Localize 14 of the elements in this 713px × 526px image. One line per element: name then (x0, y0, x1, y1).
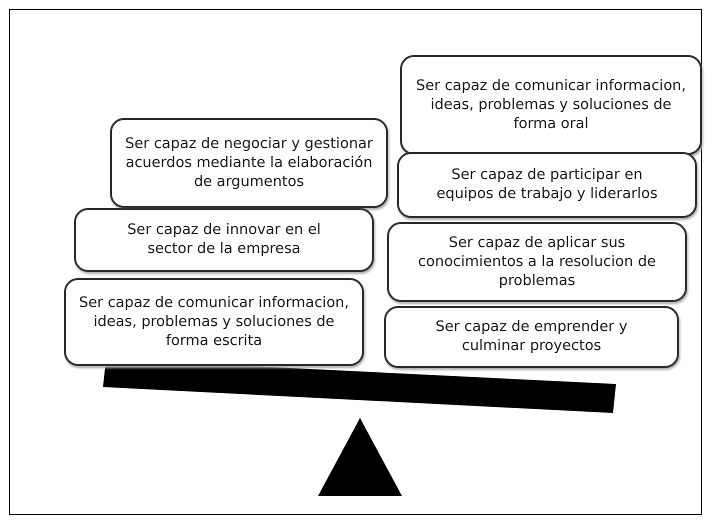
skill-text: Ser capaz de comunicar informacion, ideas, problemas y soluciones de forma escrita (79, 294, 349, 350)
skill-text: Ser capaz de innovar en el sector de la empresa (126, 221, 322, 259)
skill-text: Ser capaz de participar en equipos de trabajo y liderarlos (435, 166, 659, 204)
skill-box (74, 208, 374, 272)
skill-text: Ser capaz de negociar y gestionar acuerdos mediante la elaboración de argumentos (124, 134, 374, 192)
skill-box (400, 55, 702, 155)
skill-text: Ser capaz de emprender y culminar proyectos (434, 318, 628, 356)
skill-box (384, 306, 679, 368)
skill-box (110, 118, 388, 208)
skill-box (64, 278, 364, 366)
skill-text: Ser capaz de aplicar sus conocimientos a la resolucion de problemas (417, 234, 657, 290)
skill-box (387, 222, 687, 302)
skill-box (397, 152, 697, 218)
skill-text: Ser capaz de comunicar informacion, ideas, problemas y soluciones de forma oral (416, 76, 686, 134)
